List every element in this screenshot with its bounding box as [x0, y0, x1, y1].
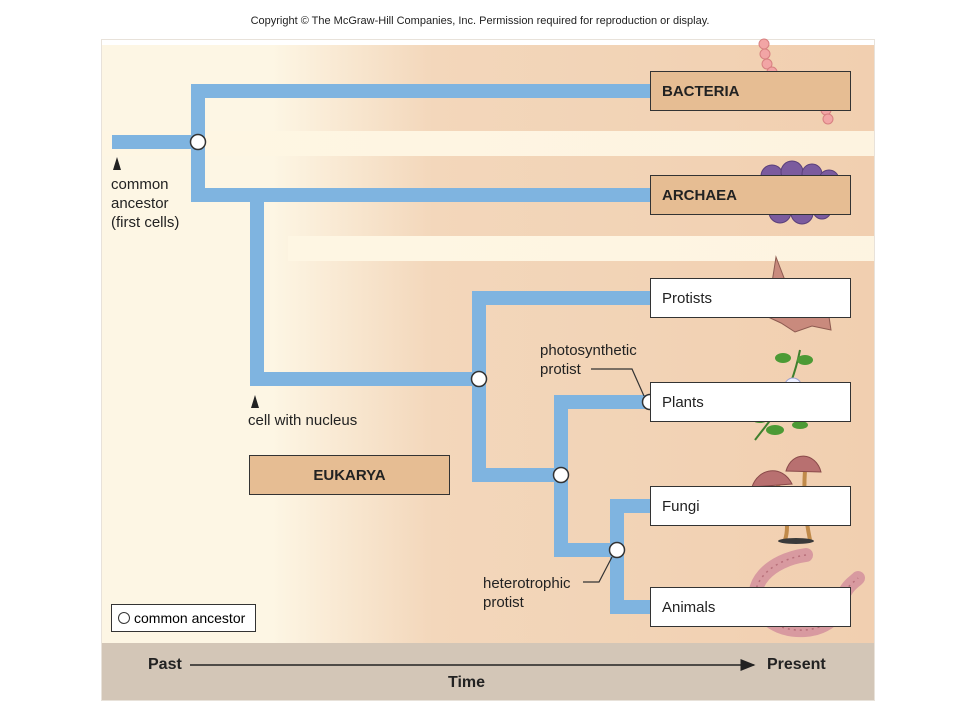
common-ancestor-line-2: ancestor — [111, 195, 169, 212]
archaea-label: ARCHAEA — [662, 186, 737, 204]
common-ancestor-annotation: common ancestor (first cells) — [111, 175, 179, 232]
fungi-label: Fungi — [662, 497, 700, 515]
archaea-box: ARCHAEA — [650, 175, 851, 215]
tree-branches — [112, 84, 650, 614]
heterotrophic-leader — [583, 556, 613, 583]
animals-label: Animals — [662, 598, 716, 616]
eukarya-box: EUKARYA — [249, 455, 450, 495]
cell-with-nucleus-annotation: cell with nucleus — [248, 412, 358, 429]
bacteria-box: BACTERIA — [650, 71, 851, 111]
timeline-axis-label: Time — [448, 674, 486, 691]
copyright-notice: Copyright © The McGraw-Hill Companies, I… — [250, 15, 710, 27]
node-first-cells — [189, 133, 207, 151]
legend-label: common ancestor — [134, 610, 246, 626]
node-fungi-animals — [608, 541, 626, 559]
timeline-present-label: Present — [767, 656, 826, 673]
timeline-past-label: Past — [148, 656, 182, 673]
leader-lines — [583, 368, 645, 583]
heterotrophic-line-2: protist — [483, 594, 524, 611]
bacteria-label: BACTERIA — [662, 82, 740, 100]
animals-box: Animals — [650, 587, 851, 627]
legend: common ancestor — [111, 604, 256, 632]
fungi-box: Fungi — [650, 486, 851, 526]
plants-box: Plants — [650, 382, 851, 422]
heterotrophic-protist-annotation: heterotrophic protist — [483, 574, 571, 612]
nucleus-marker-icon — [251, 395, 259, 408]
photosynthetic-line-2: protist — [540, 361, 581, 378]
photosynthetic-line-1: photosynthetic — [540, 342, 637, 359]
node-plants-split — [552, 466, 570, 484]
protists-label: Protists — [662, 289, 713, 307]
common-ancestor-line-1: common — [111, 176, 169, 193]
plants-label: Plants — [662, 393, 704, 411]
marker-arrows — [113, 157, 259, 408]
photosynthetic-protist-annotation: photosynthetic protist — [540, 341, 637, 379]
eukarya-label: EUKARYA — [313, 466, 386, 484]
timeline-bar: Past Present Time — [102, 643, 874, 700]
legend-circle-icon — [118, 612, 130, 624]
photosynthetic-leader — [591, 368, 645, 397]
common-ancestor-line-3: (first cells) — [111, 214, 180, 231]
heterotrophic-line-1: heterotrophic — [483, 575, 571, 592]
protists-box: Protists — [650, 278, 851, 318]
common-ancestor-marker-icon — [113, 157, 121, 170]
node-eukarya — [470, 370, 488, 388]
background-stripe-top — [102, 131, 874, 156]
